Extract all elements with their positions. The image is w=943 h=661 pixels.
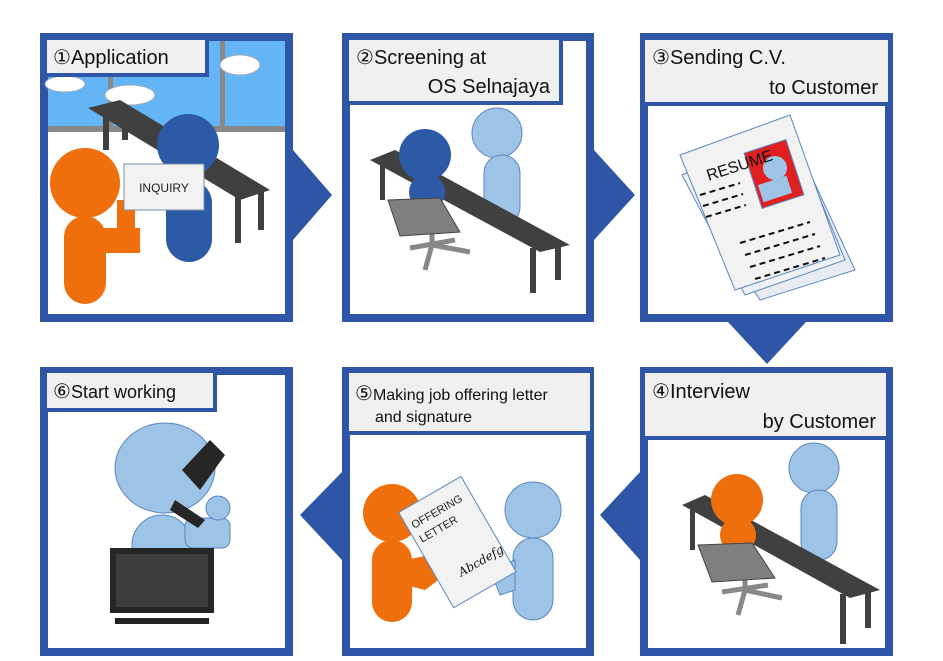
chair-icon [721, 575, 783, 616]
cloud-icon [44, 54, 261, 106]
step-4-title-line2: by Customer [763, 411, 877, 433]
svg-text:②Screening at: ②Screening at [356, 47, 487, 69]
step-2-number: ② [356, 47, 374, 69]
applicant-person-icon [50, 148, 140, 304]
step-5-number: ⑤ [355, 383, 373, 405]
svg-text:④Interview: ④Interview [652, 381, 751, 403]
step-3-title-line1: Sending C.V. [670, 47, 786, 69]
arrow-right-1-2 [293, 150, 332, 240]
inquiry-sheet-label: INQUIRY [139, 181, 189, 195]
step-4-title-line1: Interview [670, 381, 751, 403]
step-4-number: ④ [652, 381, 670, 403]
laptop-icon [387, 197, 461, 237]
arrow-left-4-5 [600, 472, 640, 560]
arrow-left-5-6 [300, 472, 342, 560]
step-5-offer-letter-panel: OFFERING LETTER Abcdefg ⑤Making job offe… [342, 367, 594, 656]
step-2-screening-panel: ②Screening at OS Selnajaya [342, 33, 594, 322]
step-1-title: Application [71, 47, 169, 69]
monitor-icon [110, 548, 214, 624]
svg-text:①Application: ①Application [53, 47, 169, 69]
telephone-icon [170, 440, 225, 528]
step-2-title-line1: Screening at [374, 47, 487, 69]
arrow-right-2-3 [594, 150, 635, 240]
hr-person-icon [489, 481, 562, 621]
step-5-title-line1: Making job offering letter [373, 387, 549, 404]
step-6-title: Start working [71, 382, 176, 402]
offering-letter-document-icon: OFFERING LETTER Abcdefg [398, 475, 517, 609]
step-1-application-panel: INQUIRY ①Application [40, 33, 293, 322]
step-5-title-line2: and signature [375, 409, 472, 426]
step-6-number: ⑥ [53, 381, 71, 403]
step-4-interview-panel: ④Interview by Customer [640, 367, 893, 656]
step-6-start-working-panel: ⑥Start working [40, 367, 293, 656]
svg-text:③Sending C.V.: ③Sending C.V. [652, 47, 786, 69]
chair-icon [409, 230, 471, 271]
svg-text:⑥Start working: ⑥Start working [53, 381, 176, 403]
laptop-icon [697, 542, 776, 583]
arrow-down-3-4 [728, 322, 806, 364]
step-3-number: ③ [652, 47, 670, 69]
svg-text:⑤Making job offering letter: ⑤Making job offering letter [355, 383, 549, 405]
step-2-title-line2: OS Selnajaya [428, 76, 551, 98]
resume-document-icon [679, 114, 856, 301]
customer-person-icon [788, 442, 840, 561]
step-3-sending-cv-panel: RESUME ③Sending C.V. to Customer [640, 33, 893, 322]
step-1-number: ① [53, 47, 71, 69]
step-3-title-line2: to Customer [769, 77, 878, 99]
